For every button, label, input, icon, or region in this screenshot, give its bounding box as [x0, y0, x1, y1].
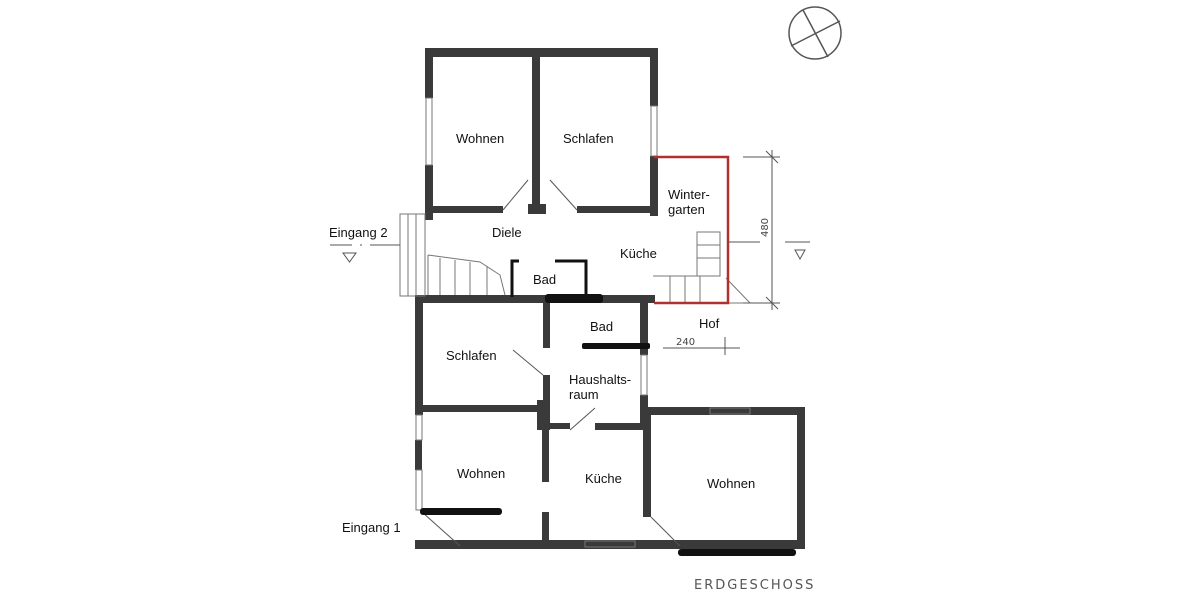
entrance-label-eingang-1: Eingang 1 — [342, 520, 401, 535]
wintergarten-outline — [654, 155, 730, 305]
room-label-hof: Hof — [699, 316, 720, 331]
room-label-wohnen-bottom-right: Wohnen — [707, 476, 756, 491]
room-label-kueche-top: Küche — [620, 246, 657, 261]
door-swings — [421, 179, 681, 547]
room-label-diele: Diele — [492, 225, 522, 240]
stairs — [399, 213, 752, 304]
redaction-bars — [420, 294, 796, 556]
bad-outline — [510, 259, 588, 297]
dimension-480: 480 — [760, 217, 772, 238]
entrance-label-eingang-2: Eingang 2 — [329, 225, 388, 240]
room-label-bad-mid: Bad — [590, 319, 614, 334]
room-label-bad-top: Bad — [533, 272, 557, 287]
compass-circle-icon — [788, 6, 842, 60]
room-label-wintergarten: Winter- garten — [668, 187, 710, 217]
room-label-haushaltsraum: Haushalts- raum — [569, 372, 632, 402]
walls — [415, 48, 805, 549]
room-label-schlafen-top: Schlafen — [563, 131, 614, 146]
dimension-lines — [330, 150, 810, 355]
dimension-240: 240 — [676, 337, 696, 348]
room-label-wohnen-bottom-left: Wohnen — [457, 466, 506, 481]
room-label-kueche-bottom: Küche — [585, 471, 622, 486]
plan-title: ERDGESCHOSS — [694, 578, 816, 593]
room-label-wohnen-top: Wohnen — [456, 131, 505, 146]
room-label-schlafen-mid: Schlafen — [446, 348, 497, 363]
